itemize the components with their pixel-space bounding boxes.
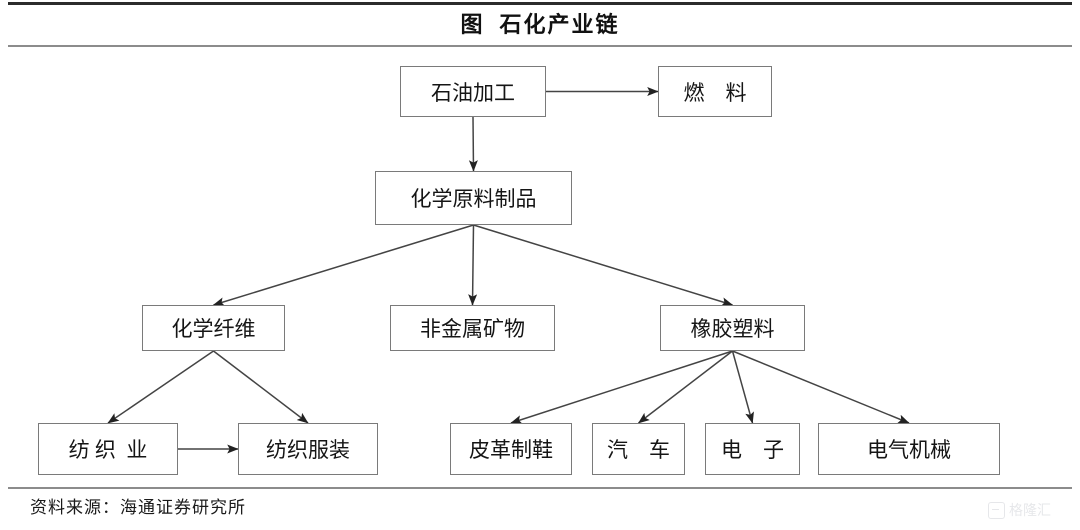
node-label: 汽 车 [607,438,670,462]
edge-chemical-materials-to-chemical-fiber [212,224,474,307]
top-rule [8,2,1072,5]
edge-rubber-plastics-to-automobile [638,350,733,424]
figure-title: 图 石化产业链 [460,12,620,37]
node-label: 纺织服装 [266,438,350,462]
node-label: 皮革制鞋 [469,438,553,462]
node-label: 橡胶塑料 [690,317,775,341]
node-electronics: 电 子 [705,423,800,475]
node-label: 电气机械 [867,438,951,462]
node-fuel: 燃 料 [658,66,772,117]
node-electrical-machinery: 电气机械 [818,423,1000,475]
watermark-label: 格隆汇 [1009,502,1051,518]
title-underline-rule [8,45,1072,47]
source-note: 资料来源：海通证券研究所 [30,498,246,517]
edge-chemical-materials-to-nonmetal-minerals [468,224,478,306]
node-textile-apparel: 纺织服装 [238,423,378,475]
node-label: 石油加工 [431,80,515,105]
edge-chemical-fiber-to-textile-apparel [213,350,309,424]
node-chemical-materials: 化学原料制品 [375,171,572,225]
node-label: 纺 织 业 [68,438,148,462]
node-label: 化学纤维 [171,317,256,341]
node-automobile: 汽 车 [592,423,685,475]
node-leather-footwear: 皮革制鞋 [450,423,572,475]
node-label: 电 子 [721,438,784,462]
node-chemical-fiber: 化学纤维 [142,305,285,351]
edge-petroleum-processing-to-chemical-materials [468,116,478,172]
edge-rubber-plastics-to-electronics [731,350,754,424]
node-rubber-plastics: 橡胶塑料 [660,305,805,351]
node-label: 化学原料制品 [410,187,537,211]
node-label: 燃 料 [683,80,747,105]
edge-rubber-plastics-to-electrical-machinery [732,350,910,424]
edge-chemical-fiber-to-textile-industry [107,350,214,424]
watermark-logo-icon [988,501,1005,519]
node-petroleum-processing: 石油加工 [400,66,546,117]
node-textile-industry: 纺 织 业 [38,423,178,475]
bottom-rule [8,487,1072,489]
watermark: 格隆汇 [988,500,1051,520]
edge-chemical-materials-to-rubber-plastics [473,224,734,307]
edge-rubber-plastics-to-leather-footwear [510,350,733,424]
node-label: 非金属矿物 [420,317,525,341]
node-nonmetal-minerals: 非金属矿物 [390,305,555,351]
